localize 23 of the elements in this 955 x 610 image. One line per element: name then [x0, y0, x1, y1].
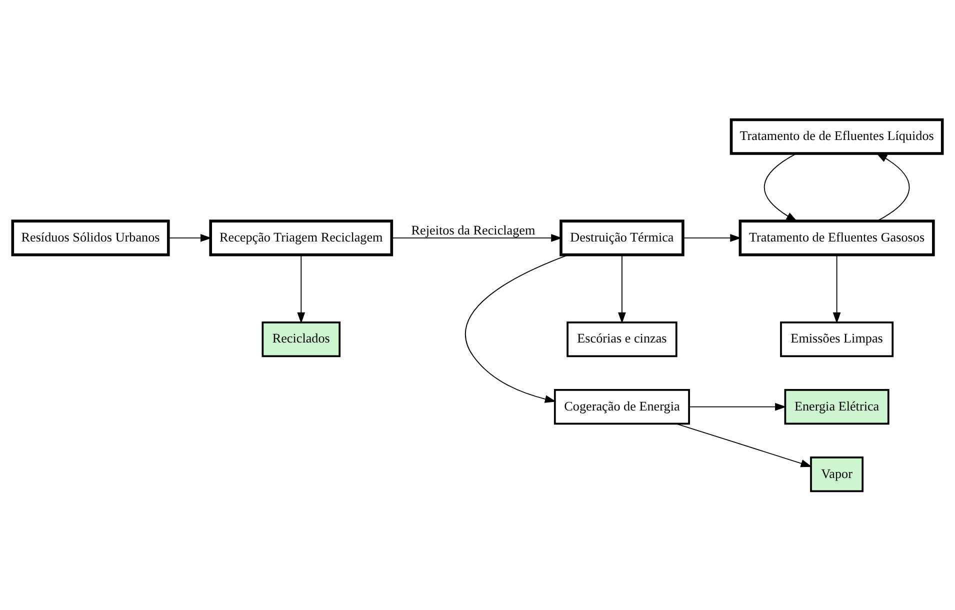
- node-box: Escórias e cinzas: [566, 320, 678, 357]
- node-box: Tratamento de Efluentes Gasosos: [738, 219, 935, 256]
- node-box: Cogeração de Energia: [554, 388, 690, 424]
- arrow: [832, 254, 841, 324]
- arrow: [464, 254, 569, 402]
- arrow: [876, 152, 910, 221]
- arrow: [682, 234, 742, 242]
- arrow: [688, 402, 786, 410]
- arrow: [618, 254, 626, 324]
- node-box: Tratamento de de Efluentes Líquidos: [730, 118, 944, 154]
- node-box: Vapor: [810, 456, 864, 492]
- node-box: Destruição Térmica: [560, 219, 684, 256]
- node-box: Emissões Limpas: [780, 320, 894, 357]
- node-box: Energia Elétrica: [784, 388, 890, 424]
- edge-label: Rejeitos da Reciclagem: [411, 222, 536, 237]
- arrow: [297, 254, 306, 324]
- arrow: [168, 234, 212, 242]
- node-box: Recepção Triagem Reciclagem: [209, 219, 394, 256]
- node-box: Reciclados: [262, 320, 341, 357]
- arrow: [676, 422, 812, 467]
- node-box: Resíduos Sólidos Urbanos: [11, 219, 170, 256]
- arrow: [391, 234, 562, 242]
- arrow: [764, 152, 798, 222]
